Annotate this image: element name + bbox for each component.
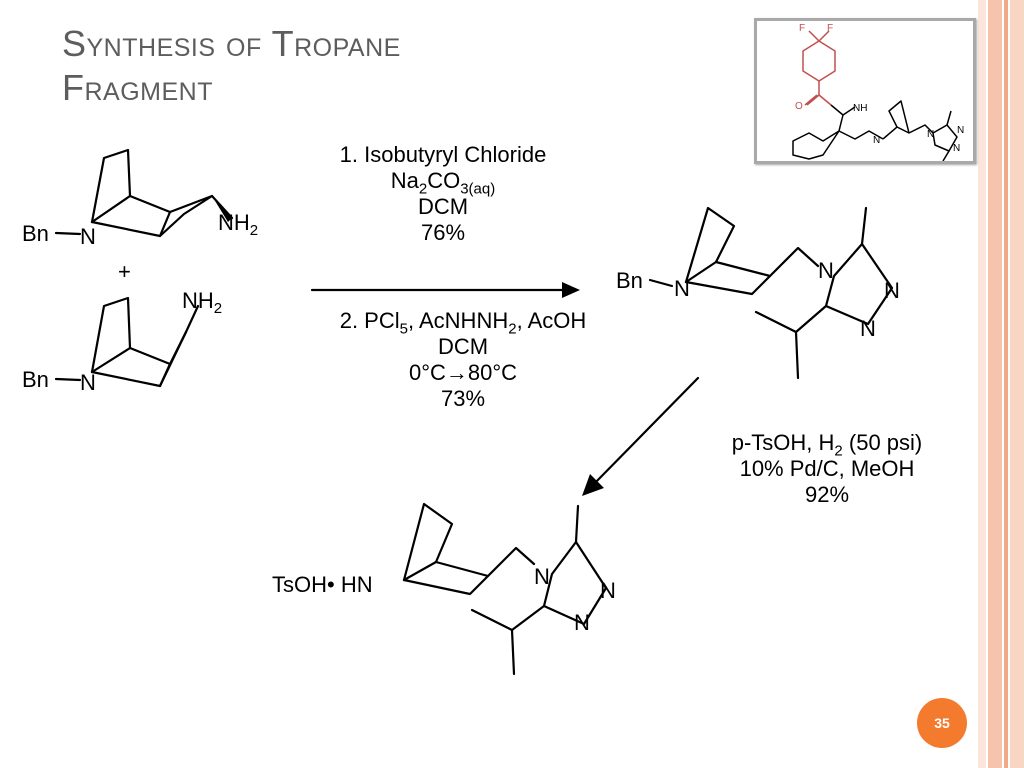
step2-yield: 73%: [440, 386, 486, 411]
inset-tropane-n: N: [873, 135, 880, 146]
step2-solvent: DCM: [437, 334, 489, 359]
product-benzyl-triazole: [648, 206, 894, 380]
target-molecule-inset: F F O NH N N N N: [754, 18, 976, 164]
slide-title: Synthesis of Tropane Fragment: [62, 22, 582, 110]
plus-sign: +: [118, 259, 131, 284]
reactant-amine-2: [54, 296, 200, 388]
bn-label-1: Bn: [22, 221, 49, 246]
step2-temperature: 0°C→80°C: [408, 360, 518, 385]
inset-fluorine-2: F: [827, 23, 833, 34]
n-label-3: N: [674, 276, 690, 301]
step2-reagents: 2. PCl5, AcNHNH2, AcOH: [339, 308, 587, 338]
triazole-n-6: N: [574, 610, 590, 635]
final-product-tsoh-salt: [402, 502, 608, 676]
step2-conditions: 2. PCl5, AcNHNH2, AcOH DCM 0°C→80°C 73%: [298, 308, 628, 412]
reactant-amine-1: [54, 148, 234, 238]
step3-reagents: p-TsOH, H2 (50 psi): [731, 430, 923, 460]
inset-triazole-n-1: N: [927, 129, 934, 140]
step1-yield: 76%: [420, 220, 466, 245]
arrowhead-1: [562, 282, 580, 298]
nh2-label-2: NH2: [182, 288, 222, 317]
triazole-n-4: N: [534, 564, 550, 589]
stripe: [1004, 0, 1008, 768]
triazole-n-2: N: [884, 278, 900, 303]
page-number-badge: 35: [917, 698, 967, 748]
title-line-2: Fragment: [62, 67, 213, 108]
n-label-1: N: [80, 224, 96, 249]
step1-conditions: 1. Isobutyryl Chloride Na2CO3(aq) DCM 76…: [298, 142, 588, 246]
inset-triazole-n-2: N: [957, 125, 964, 136]
title-line-1: Synthesis of Tropane: [62, 23, 401, 64]
triazole-n-5: N: [600, 578, 616, 603]
bn-label-2: Bn: [22, 367, 49, 392]
inset-triazole-n-3: N: [953, 143, 960, 154]
tsoh-salt-label: TsOH• HN: [272, 572, 373, 597]
step3-yield: 92%: [804, 482, 850, 507]
triazole-n-1: N: [818, 258, 834, 283]
stripe: [978, 0, 986, 768]
arrowhead-2: [582, 474, 604, 496]
bn-label-3: Bn: [616, 268, 643, 293]
inset-nh: NH: [853, 103, 867, 114]
step1-solvent: DCM: [417, 194, 469, 219]
inset-fluorine-1: F: [799, 23, 805, 34]
step1-reagent-1: 1. Isobutyryl Chloride: [339, 142, 547, 167]
step3-catalyst: 10% Pd/C, MeOH: [739, 456, 915, 481]
triazole-n-3: N: [860, 316, 876, 341]
inset-oxygen: O: [795, 101, 803, 112]
stripe: [988, 0, 1002, 768]
target-molecule-structure: F F O NH N N N N: [792, 23, 964, 162]
reaction-arrow-2: [588, 376, 700, 490]
step1-reagent-2: Na2CO3(aq): [390, 168, 496, 198]
wedge-bond: [212, 196, 232, 222]
decorative-stripes: [978, 0, 1024, 768]
n-label-2: N: [80, 370, 96, 395]
stripe: [1010, 0, 1024, 768]
nh2-label-1: NH2: [218, 210, 258, 239]
step3-conditions: p-TsOH, H2 (50 psi) 10% Pd/C, MeOH 92%: [692, 430, 962, 508]
